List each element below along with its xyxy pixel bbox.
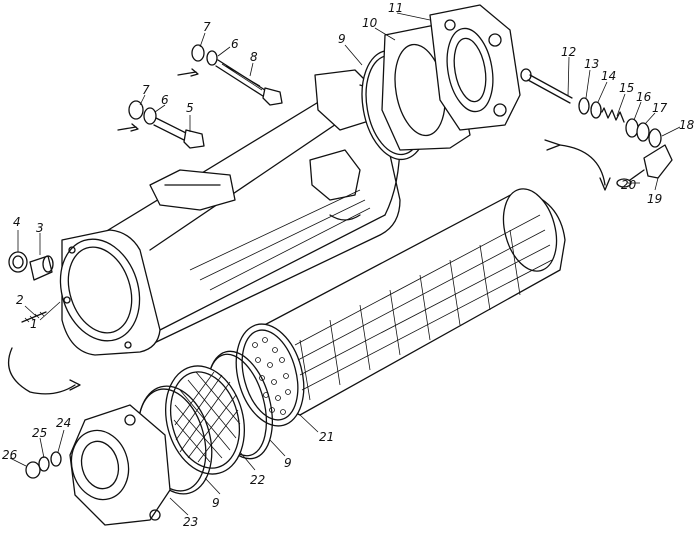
callout-4: 4	[13, 215, 21, 229]
washer-24	[50, 451, 62, 467]
front-cover-group	[69, 350, 273, 526]
callout-24: 24	[56, 416, 71, 430]
callout-20: 20	[621, 178, 637, 192]
stud-2	[24, 311, 45, 323]
washer-25	[38, 456, 50, 472]
fasteners-lower	[25, 451, 62, 479]
callout-15: 15	[619, 81, 634, 95]
leader-lines	[9, 12, 681, 516]
callout-22: 22	[250, 473, 265, 487]
callout-18: 18	[679, 118, 695, 132]
callout-21: 21	[319, 430, 334, 444]
callout-11: 11	[388, 1, 403, 15]
bushing-3	[29, 255, 53, 281]
callout-6a: 6	[161, 93, 169, 107]
flow-arrows	[7, 139, 611, 395]
valve-assembly	[520, 68, 673, 188]
housing-body	[59, 69, 401, 356]
callout-17: 17	[652, 101, 668, 115]
callout-9-mid: 9	[284, 456, 292, 470]
bolt-8	[262, 87, 283, 106]
callout-7a: 7	[142, 83, 150, 97]
callout-23: 23	[183, 515, 198, 529]
rear-cover-group	[361, 4, 521, 161]
callout-10: 10	[362, 16, 378, 30]
callout-16: 16	[636, 90, 652, 104]
nut-26	[25, 461, 41, 479]
callout-9-rear: 9	[338, 32, 346, 46]
washer-6a	[206, 50, 218, 66]
bolt-5	[183, 129, 205, 149]
tube-bundle	[235, 188, 566, 427]
washer-7b	[128, 100, 144, 120]
callout-7b: 7	[203, 20, 211, 34]
bolt-group-upper	[117, 44, 283, 149]
callout-6b: 6	[231, 37, 239, 51]
callout-9-front: 9	[212, 496, 220, 510]
washer-7a	[191, 44, 205, 62]
callout-26: 26	[2, 448, 18, 462]
ring-4	[8, 251, 28, 273]
callout-3: 3	[36, 221, 44, 235]
callout-2: 2	[16, 293, 24, 307]
handle-19	[643, 144, 673, 179]
callout-5: 5	[186, 101, 194, 115]
callout-8: 8	[250, 50, 258, 64]
callout-19: 19	[647, 192, 662, 206]
washer-6b	[143, 107, 157, 125]
callout-13: 13	[584, 57, 599, 71]
callout-12: 12	[561, 45, 576, 59]
callout-14: 14	[601, 69, 616, 83]
callout-25: 25	[32, 426, 47, 440]
small-parts-left	[8, 251, 54, 323]
callout-labels: 1 2 3 4 5 6 6 7 7 8 9 9 9 10 11 12 13 14…	[2, 1, 695, 529]
callout-1: 1	[30, 317, 38, 331]
